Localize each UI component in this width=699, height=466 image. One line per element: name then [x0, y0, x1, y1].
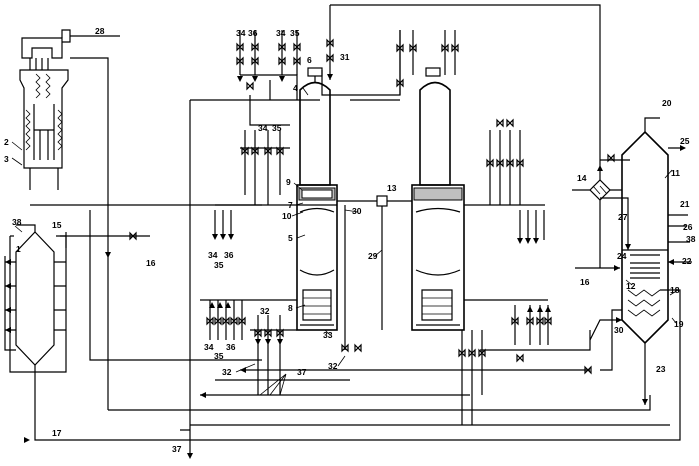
label-35e: 35 — [214, 351, 224, 361]
label-3: 3 — [4, 154, 9, 164]
label-19: 19 — [674, 319, 684, 329]
label-27: 27 — [618, 212, 628, 222]
label-10: 10 — [282, 211, 292, 221]
label-22: 22 — [682, 256, 692, 266]
label-5: 5 — [288, 233, 293, 243]
label-31: 31 — [340, 52, 350, 62]
label-28: 28 — [95, 26, 105, 36]
valve-group — [130, 40, 614, 373]
label-34c: 34 — [258, 123, 268, 133]
label-9: 9 — [286, 177, 291, 187]
label-33: 33 — [323, 330, 333, 340]
label-23: 23 — [656, 364, 666, 374]
label-38b: 38 — [686, 234, 696, 244]
label-24: 24 — [617, 251, 627, 261]
label-35d: 35 — [214, 260, 224, 270]
label-7: 7 — [288, 200, 293, 210]
label-14: 14 — [577, 173, 587, 183]
fractionation-column — [575, 118, 692, 405]
label-34e: 34 — [204, 342, 214, 352]
label-12: 12 — [626, 281, 636, 291]
label-35c: 35 — [272, 123, 282, 133]
label-15: 15 — [52, 220, 62, 230]
label-36a: 36 — [248, 28, 258, 38]
label-37b: 37 — [172, 444, 182, 454]
reactor-2 — [412, 68, 464, 330]
feed-vessel — [5, 225, 130, 440]
label-26: 26 — [683, 222, 693, 232]
label-32a: 32 — [260, 306, 270, 316]
label-4: 4 — [293, 83, 298, 93]
label-37a: 37 — [297, 367, 307, 377]
label-2: 2 — [4, 137, 9, 147]
label-36d: 36 — [224, 250, 234, 260]
label-21: 21 — [680, 199, 690, 209]
label-38a: 38 — [12, 217, 22, 227]
label-29: 29 — [368, 251, 378, 261]
label-16b: 16 — [580, 277, 590, 287]
label-11: 11 — [671, 168, 680, 178]
label-34a: 34 — [236, 28, 246, 38]
label-13: 13 — [387, 183, 397, 193]
label-8: 8 — [288, 303, 293, 313]
label-17: 17 — [52, 428, 62, 438]
label-18: 18 — [670, 285, 680, 295]
label-32c: 32 — [222, 367, 232, 377]
label-30b: 30 — [614, 325, 624, 335]
label-20: 20 — [662, 98, 672, 108]
furnace — [20, 30, 120, 410]
label-16: 16 — [146, 258, 156, 268]
label-25: 25 — [680, 136, 690, 146]
label-34d: 34 — [208, 250, 218, 260]
label-1: 1 — [16, 244, 21, 254]
reactor-1 — [297, 68, 337, 330]
label-36e: 36 — [226, 342, 236, 352]
label-34b: 34 — [276, 28, 286, 38]
label-32b: 32 — [328, 361, 338, 371]
label-35b: 35 — [290, 28, 300, 38]
label-6: 6 — [307, 55, 312, 65]
